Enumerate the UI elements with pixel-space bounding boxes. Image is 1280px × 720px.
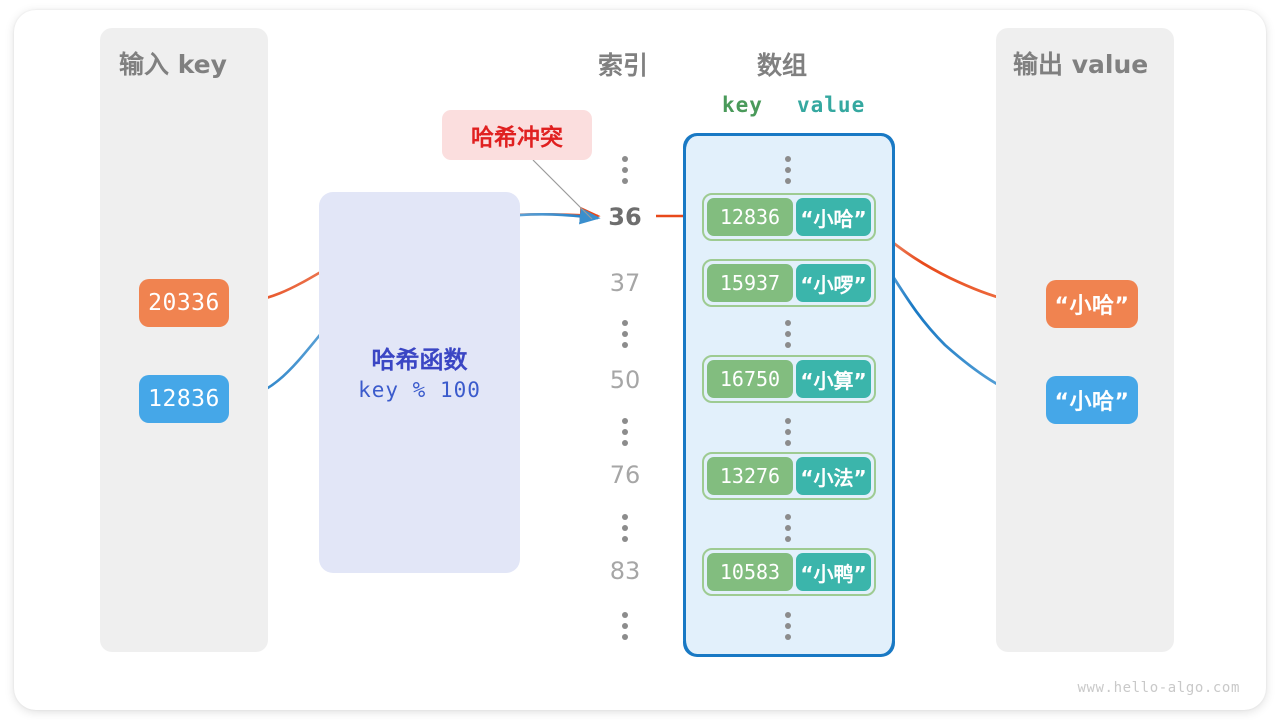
entry-key: 13276 bbox=[707, 457, 793, 495]
entry-value: “小啰” bbox=[796, 264, 871, 302]
key-column-label: key bbox=[722, 93, 763, 117]
output-panel bbox=[996, 28, 1174, 652]
index-ellipsis bbox=[622, 320, 630, 348]
entry-key: 12836 bbox=[707, 198, 793, 236]
index-label-1: 37 bbox=[609, 269, 641, 297]
index-ellipsis bbox=[622, 612, 630, 640]
array-ellipsis bbox=[785, 156, 793, 184]
input-key-2: 12836 bbox=[139, 375, 229, 423]
entry-value: “小算” bbox=[796, 360, 871, 398]
array-ellipsis bbox=[785, 514, 793, 542]
array-ellipsis bbox=[785, 320, 793, 348]
entry-key: 16750 bbox=[707, 360, 793, 398]
index-label-2: 50 bbox=[609, 366, 641, 394]
entry-key: 15937 bbox=[707, 264, 793, 302]
output-value-2: “小哈” bbox=[1046, 376, 1138, 424]
hash-collision-badge: 哈希冲突 bbox=[442, 110, 592, 160]
entry-key: 10583 bbox=[707, 553, 793, 591]
input-panel-title: 输入 key bbox=[119, 50, 227, 79]
entry-value: “小鸭” bbox=[796, 553, 871, 591]
output-panel-title: 输出 value bbox=[1013, 50, 1149, 79]
hash-function-title: 哈希函数 bbox=[371, 346, 468, 374]
array-entry: 13276 “小法” bbox=[702, 452, 876, 500]
watermark: www.hello-algo.com bbox=[1077, 680, 1240, 696]
entry-value: “小法” bbox=[796, 457, 871, 495]
array-column-heading: 数组 bbox=[757, 51, 808, 80]
array-entry: 15937 “小啰” bbox=[702, 259, 876, 307]
index-label-0: 36 bbox=[608, 203, 642, 231]
index-label-4: 83 bbox=[609, 557, 641, 585]
array-entry: 16750 “小算” bbox=[702, 355, 876, 403]
array-ellipsis bbox=[785, 418, 793, 446]
index-column-heading: 索引 bbox=[598, 51, 649, 80]
array-ellipsis bbox=[785, 612, 793, 640]
hash-function-box bbox=[319, 192, 520, 573]
array-entry: 10583 “小鸭” bbox=[702, 548, 876, 596]
output-value-1: “小哈” bbox=[1046, 280, 1138, 328]
index-label-3: 76 bbox=[609, 461, 641, 489]
input-key-1: 20336 bbox=[139, 279, 229, 327]
index-ellipsis bbox=[622, 514, 630, 542]
index-ellipsis bbox=[622, 418, 630, 446]
input-panel bbox=[100, 28, 268, 652]
index-ellipsis bbox=[622, 156, 630, 184]
array-entry: 12836 “小哈” bbox=[702, 193, 876, 241]
entry-value: “小哈” bbox=[796, 198, 871, 236]
hash-function-formula: key % 100 bbox=[358, 378, 481, 402]
value-column-label: value bbox=[797, 93, 866, 117]
